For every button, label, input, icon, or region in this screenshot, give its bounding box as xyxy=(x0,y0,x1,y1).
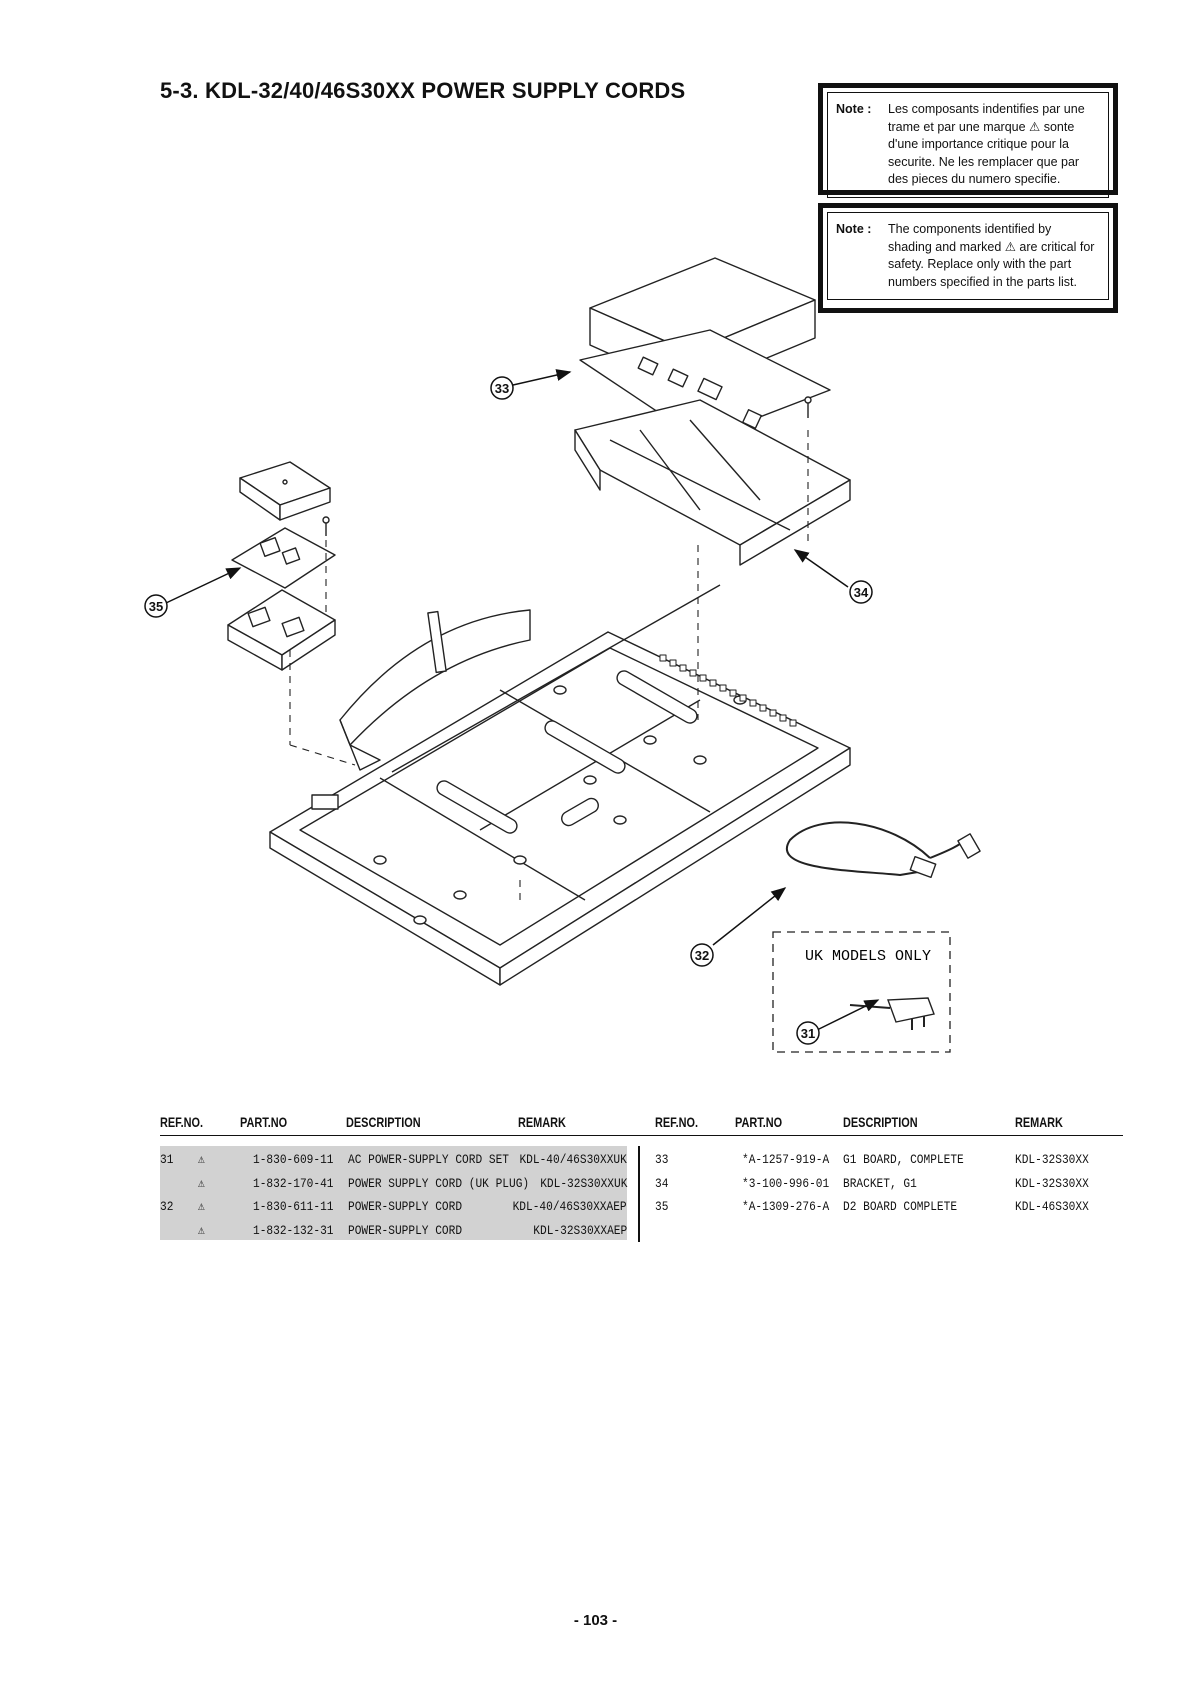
cell-ref: 33 xyxy=(655,1152,669,1167)
uk-models-box: UK MODELS ONLY xyxy=(772,931,951,1053)
cell-ref: 35 xyxy=(655,1199,669,1214)
header-remark-left: REMARK xyxy=(518,1114,566,1130)
cell-part: 1-830-611-11 xyxy=(253,1199,334,1214)
cell-ref: 34 xyxy=(655,1175,669,1191)
cell-remark: KDL-40/46S30XXUK xyxy=(519,1152,627,1167)
callout-31: 31 xyxy=(801,1026,815,1041)
note-text: The components identified by shading and… xyxy=(888,222,1095,289)
warning-triangle-icon: ⚠ xyxy=(198,1152,205,1167)
cell-desc: POWER-SUPPLY CORD xyxy=(348,1199,463,1214)
cell-part: 1-832-170-41 xyxy=(253,1175,334,1191)
cell-remark: KDL-32S30XX xyxy=(1015,1152,1089,1167)
header-ref-right: REF.NO. xyxy=(655,1114,699,1130)
cell-desc: D2 BOARD COMPLETE xyxy=(843,1199,958,1214)
table-row: 31 ⚠ 1-830-609-11 AC POWER-SUPPLY CORD SET K… xyxy=(0,1148,1191,1171)
header-part-left: PART.NO xyxy=(240,1114,288,1130)
g1-board-assembly xyxy=(574,257,851,566)
d2-board-assembly xyxy=(227,461,336,671)
cell-desc: POWER-SUPPLY CORD xyxy=(348,1222,463,1238)
callout-35: 35 xyxy=(149,599,163,614)
page-number: - 103 - xyxy=(573,1612,618,1629)
note-label: Note : xyxy=(836,222,872,236)
cell-remark: KDL-46S30XX xyxy=(1015,1199,1089,1214)
column-divider xyxy=(638,1146,640,1242)
table-rule xyxy=(160,1135,1123,1136)
callout-34: 34 xyxy=(854,585,869,600)
exploded-view-diagram: UK MODELS ONLY 33 34 35 32 31 xyxy=(144,257,981,1053)
cell-part: *A-1257-919-A xyxy=(742,1152,830,1167)
cell-part: 1-830-609-11 xyxy=(253,1152,334,1167)
safety-note-french: Note : Les composants indentifies par un… xyxy=(818,83,1118,198)
cell-ref: 32 xyxy=(160,1199,174,1214)
callout-32: 32 xyxy=(695,948,709,963)
header-desc-right: DESCRIPTION xyxy=(843,1114,918,1130)
uk-models-label: UK MODELS ONLY xyxy=(805,948,931,965)
cell-ref: 31 xyxy=(160,1152,174,1167)
safety-shading xyxy=(160,1146,627,1240)
header-desc-left: DESCRIPTION xyxy=(346,1114,421,1130)
note-text: Les composants indentifies par une trame… xyxy=(888,102,1085,186)
cell-part: *A-1309-276-A xyxy=(742,1199,830,1214)
page-title: 5-3. KDL-32/40/46S30XX POWER SUPPLY CORD… xyxy=(160,78,686,103)
cell-remark: KDL-32S30XXAEP xyxy=(533,1222,627,1238)
cell-desc: BRACKET, G1 xyxy=(843,1175,917,1191)
table-row: ⚠ 1-832-132-31 POWER-SUPPLY CORD KDL-32S30X… xyxy=(0,1219,1191,1242)
header-remark-right: REMARK xyxy=(1015,1114,1063,1130)
table-row: ⚠ 1-832-170-41 POWER SUPPLY CORD (UK PLUG)… xyxy=(0,1172,1191,1195)
cell-desc: POWER SUPPLY CORD (UK PLUG) xyxy=(348,1175,530,1191)
header-ref-left: REF.NO. xyxy=(160,1114,204,1130)
table-row: 34 *3-100-996-01 BRACKET, G1 KDL-32S30XX xyxy=(0,1172,1191,1195)
cell-part: *3-100-996-01 xyxy=(742,1175,830,1191)
warning-triangle-icon: ⚠ xyxy=(198,1199,205,1214)
cell-remark: KDL-32S30XX xyxy=(1015,1175,1089,1191)
warning-triangle-icon: ⚠ xyxy=(198,1175,205,1191)
table-row: 32 ⚠ 1-830-611-11 POWER-SUPPLY CORD KDL-40/4… xyxy=(0,1195,1191,1218)
cell-remark: KDL-32S30XXUK xyxy=(539,1175,627,1191)
callout-33: 33 xyxy=(495,381,509,396)
warning-triangle-icon: ⚠ xyxy=(198,1222,205,1238)
cell-desc: AC POWER-SUPPLY CORD SET xyxy=(348,1152,510,1167)
safety-note-english: Note : The components identified by shad… xyxy=(818,203,1118,313)
note-label: Note : xyxy=(836,102,872,116)
cell-remark: KDL-40/46S30XXAEP xyxy=(512,1199,627,1214)
cell-part: 1-832-132-31 xyxy=(253,1222,334,1238)
table-row: 35 *A-1309-276-A D2 BOARD COMPLETE KDL-46S3… xyxy=(0,1195,1191,1218)
ac-power-cord xyxy=(786,821,931,876)
header-part-right: PART.NO xyxy=(735,1114,783,1130)
cell-desc: G1 BOARD, COMPLETE xyxy=(843,1152,964,1167)
rear-chassis-frame xyxy=(269,584,851,986)
table-row: 33 *A-1257-919-A G1 BOARD, COMPLETE KDL-32S… xyxy=(0,1148,1191,1171)
